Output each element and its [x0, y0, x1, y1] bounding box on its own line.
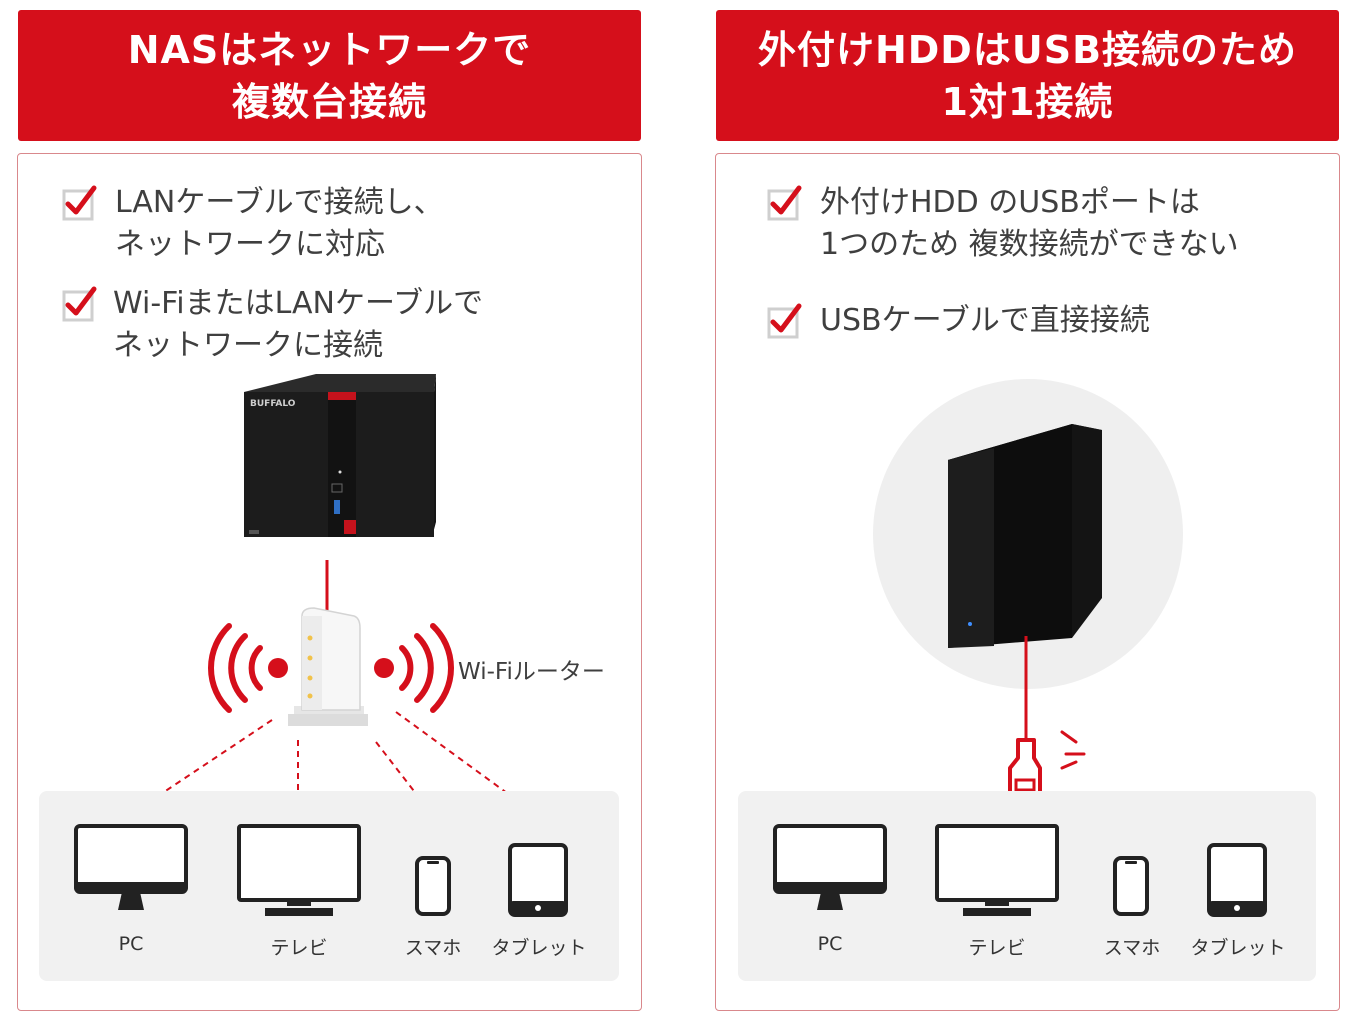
nas-title-line2: 複数台接続 — [231, 79, 427, 124]
wifi-router-illustration — [288, 607, 368, 726]
tv-icon — [935, 824, 1059, 916]
hdd-title-line1: 外付けHDDはUSB接続のため — [757, 27, 1298, 72]
smartphone-icon — [415, 856, 451, 916]
hdd-title-banner: 外付けHDDはUSB接続のため 1対1接続 — [716, 10, 1339, 141]
tablet-icon — [508, 843, 568, 917]
hdd-title-line2: 1対1接続 — [941, 79, 1114, 124]
checkbox-icon — [62, 185, 97, 221]
device-label-tablet: タブレット — [491, 937, 587, 959]
device-label-pc: PC — [118, 933, 144, 955]
wifi-router-label: Wi-Fiルーター — [458, 659, 605, 685]
hdd-check-1-line2: 1つのため 複数接続ができない — [820, 227, 1239, 262]
nas-device-illustration: BUFFALO — [244, 374, 436, 537]
device-label-pc: PC — [817, 933, 843, 955]
checkbox-icon — [62, 286, 97, 322]
nas-title-line1: NASはネットワークで — [127, 27, 532, 72]
checkbox-icon — [767, 185, 802, 221]
device-label-smartphone: スマホ — [404, 937, 462, 959]
device-label-smartphone: スマホ — [1103, 937, 1161, 959]
external-hdd-illustration — [873, 379, 1183, 689]
nas-check-2-line2: ネットワークに接続 — [113, 328, 383, 363]
nas-check-2-line1: Wi-FiまたはLANケーブルで — [113, 286, 484, 321]
tablet-icon — [1207, 843, 1267, 917]
lan-cable-line — [325, 560, 329, 615]
hdd-check-1-line1: 外付けHDD のUSBポートは — [820, 185, 1200, 220]
nas-brand-text: BUFFALO — [250, 399, 296, 409]
device-label-tablet: タブレット — [1190, 937, 1286, 959]
pc-icon — [74, 824, 188, 910]
nas-title-banner: NASはネットワークで 複数台接続 — [18, 10, 641, 141]
wifi-signal-right-icon — [374, 623, 454, 713]
device-label-tv: テレビ — [270, 937, 328, 959]
hdd-check-2-line1: USBケーブルで直接接続 — [820, 303, 1150, 338]
tv-icon — [237, 824, 361, 916]
checkbox-icon — [767, 303, 802, 339]
nas-check-1-line2: ネットワークに対応 — [115, 227, 385, 262]
smartphone-icon — [1113, 856, 1149, 916]
nas-check-1-line1: LANケーブルで接続し、 — [115, 185, 444, 220]
usb-cable-illustration — [1008, 636, 1086, 804]
pc-icon — [773, 824, 887, 910]
device-label-tv: テレビ — [968, 937, 1026, 959]
wifi-signal-left-icon — [208, 623, 288, 713]
